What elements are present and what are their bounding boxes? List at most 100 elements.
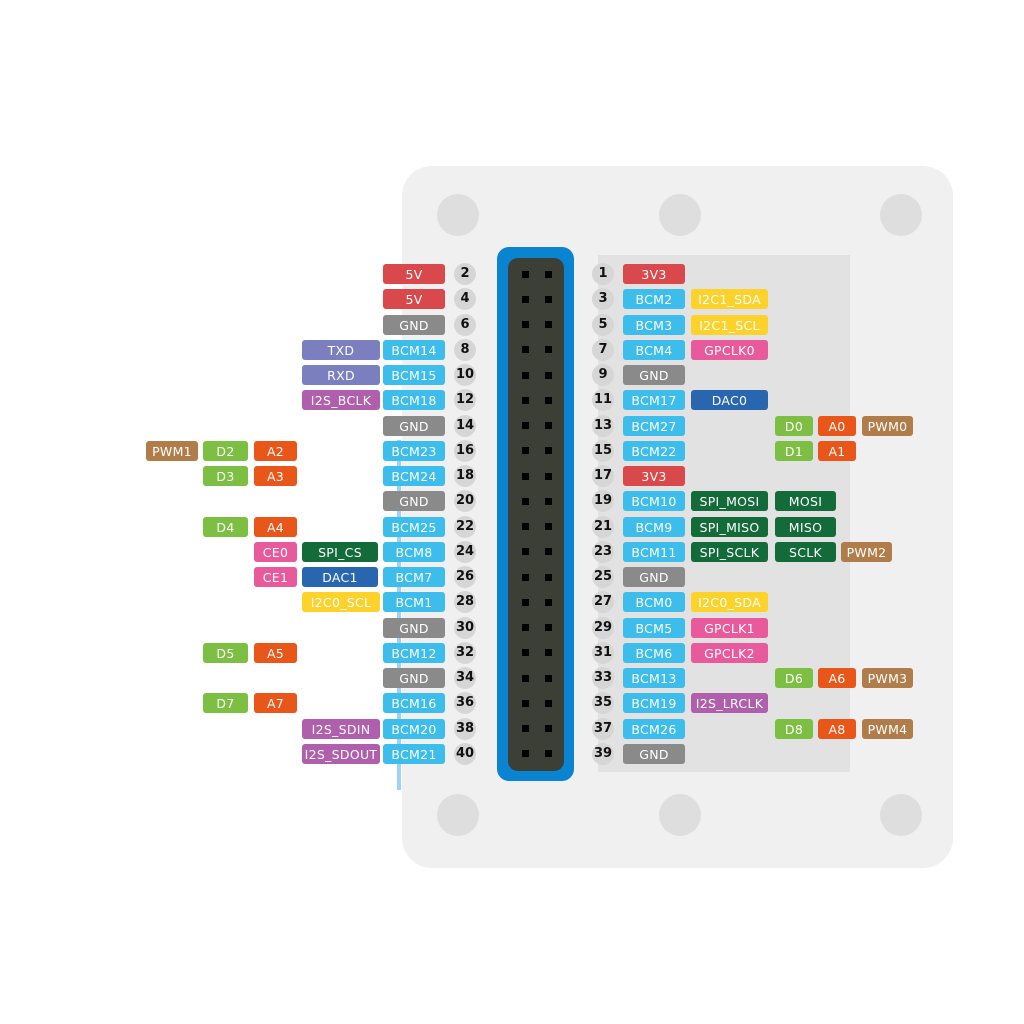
pin-label-i2s: I2S_BCLK (302, 390, 380, 411)
pin-label-bcm: BCM10 (623, 491, 685, 512)
header-pin (521, 497, 529, 505)
pin-label-pwm: PWM0 (862, 415, 913, 436)
pin-label-bcm: BCM23 (383, 440, 445, 461)
mounting-hole (437, 794, 479, 836)
header-pin (521, 674, 529, 682)
pin-label-bcm: BCM26 (623, 718, 685, 739)
pin-label-digital: D4 (203, 516, 248, 537)
pin-label-bcm: BCM7 (383, 567, 445, 588)
header-pin (544, 624, 552, 632)
pin-number-21: 21 (592, 515, 614, 538)
pin-label-analog: A1 (818, 440, 856, 461)
pin-label-i2s: I2S_SDOUT (302, 743, 380, 764)
pin-label-bcm: BCM6 (623, 642, 685, 663)
pin-label-digital: D7 (203, 693, 248, 714)
pin-number-40: 40 (454, 742, 476, 765)
header-pin (544, 371, 552, 379)
pin-label-power: 3V3 (623, 264, 685, 284)
pin-number-12: 12 (454, 389, 476, 412)
pin-number-14: 14 (454, 414, 476, 437)
pin-number-29: 29 (592, 616, 614, 639)
header-pin (544, 598, 552, 606)
pin-number-34: 34 (454, 667, 476, 690)
header-pin (544, 649, 552, 657)
pin-label-bcm: BCM14 (383, 339, 445, 360)
pin-number-8: 8 (454, 338, 476, 361)
pin-label-gnd: GND (383, 491, 445, 512)
pin-label-bcm: BCM22 (623, 440, 685, 461)
pin-label-gpclk: GPCLK2 (691, 642, 768, 663)
mounting-hole (659, 194, 701, 236)
pin-number-5: 5 (592, 313, 614, 336)
pin-label-bcm: BCM11 (623, 541, 685, 562)
pin-number-7: 7 (592, 338, 614, 361)
pin-label-i2c: I2C0_SCL (302, 592, 380, 613)
mounting-hole (659, 794, 701, 836)
pin-number-30: 30 (454, 616, 476, 639)
pin-label-gnd: GND (383, 668, 445, 689)
pin-label-bcm: BCM13 (623, 668, 685, 689)
pin-number-17: 17 (592, 465, 614, 488)
pin-label-analog: A4 (254, 516, 297, 537)
pin-label-bcm: BCM15 (383, 365, 445, 386)
pin-label-dac: DAC0 (691, 390, 768, 411)
pin-label-analog: A7 (254, 693, 297, 714)
pin-label-pwm: PWM3 (862, 668, 913, 689)
pin-label-power: 5V (383, 264, 445, 284)
header-pin (544, 523, 552, 531)
pin-label-power: 5V (383, 289, 445, 310)
pin-label-bcm: BCM17 (623, 390, 685, 411)
pin-label-bcm: BCM12 (383, 642, 445, 663)
pin-label-bcm: BCM2 (623, 289, 685, 310)
header-pin (521, 649, 529, 657)
pin-label-digital: D5 (203, 642, 248, 663)
header-pin (544, 346, 552, 354)
pin-label-digital: D2 (203, 440, 248, 461)
pin-number-19: 19 (592, 490, 614, 513)
pin-label-analog: A8 (818, 718, 856, 739)
pin-label-pwm: PWM4 (862, 718, 913, 739)
pin-number-35: 35 (592, 692, 614, 715)
pin-label-bcm: BCM19 (623, 693, 685, 714)
pin-label-i2s: I2S_LRCLK (691, 693, 768, 714)
pin-label-i2c: I2C1_SDA (691, 289, 768, 310)
pin-label-gpclk: GPCLK0 (691, 339, 768, 360)
header-pin (544, 295, 552, 303)
pin-number-16: 16 (454, 439, 476, 462)
pin-number-39: 39 (592, 742, 614, 765)
header-pin (521, 725, 529, 733)
pin-number-2: 2 (454, 263, 476, 285)
header-pin (544, 674, 552, 682)
pin-number-24: 24 (454, 540, 476, 563)
pin-label-uart: RXD (302, 365, 380, 386)
pin-label-spi: SPI_MOSI (691, 491, 768, 512)
header-pin (521, 699, 529, 707)
pin-label-bcm: BCM25 (383, 516, 445, 537)
pin-label-pwm: PWM1 (146, 440, 198, 461)
pin-label-bcm: BCM9 (623, 516, 685, 537)
pin-number-32: 32 (454, 641, 476, 664)
pin-number-33: 33 (592, 667, 614, 690)
pin-number-9: 9 (592, 364, 614, 387)
pin-label-analog: A3 (254, 466, 297, 487)
pin-label-bcm: BCM0 (623, 592, 685, 613)
pin-number-27: 27 (592, 591, 614, 614)
pin-label-bcm: BCM5 (623, 617, 685, 638)
header-pin (521, 573, 529, 581)
header-pin (544, 396, 552, 404)
pin-label-gnd: GND (623, 365, 685, 386)
header-pin (521, 396, 529, 404)
pin-number-18: 18 (454, 465, 476, 488)
pin-number-4: 4 (454, 288, 476, 311)
pin-label-digital: D3 (203, 466, 248, 487)
header-pin (544, 497, 552, 505)
pin-label-bcm: BCM21 (383, 743, 445, 764)
pin-label-gnd: GND (383, 314, 445, 335)
pin-label-spi_alt: MOSI (775, 491, 836, 512)
pin-label-bcm: BCM27 (623, 415, 685, 436)
pin-number-28: 28 (454, 591, 476, 614)
pin-label-power: 3V3 (623, 466, 685, 487)
pin-label-digital: D8 (775, 718, 813, 739)
pin-number-1: 1 (592, 263, 614, 285)
header-pin (521, 422, 529, 430)
